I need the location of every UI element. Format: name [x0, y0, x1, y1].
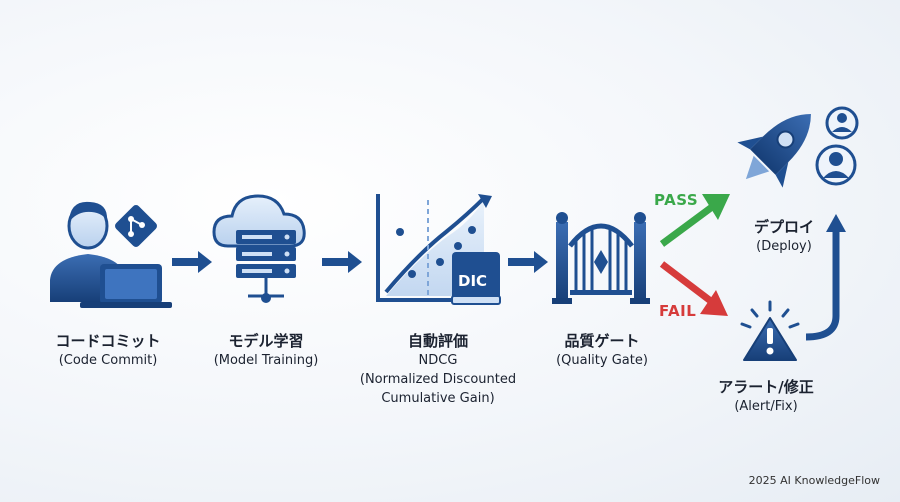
stage-subtitle: NDCG [418, 353, 458, 368]
stage-title: 自動評価 [407, 332, 468, 350]
gate-icon [552, 212, 650, 304]
stage-title: デプロイ [753, 218, 814, 236]
pass-arrow [659, 194, 730, 247]
pass-label: PASS [654, 191, 699, 209]
stage-title: アラート/修正 [718, 378, 814, 396]
fail-label: FAIL [659, 302, 697, 320]
stage-gate-label: 品質ゲート (Quality Gate) [546, 332, 658, 370]
stage-alert-label: アラート/修正 (Alert/Fix) [706, 378, 826, 416]
stage-subtitle: (Alert/Fix) [734, 399, 798, 414]
stage-subtitle: (Code Commit) [58, 353, 158, 368]
stage-subtitle: (Normalized Discounted [359, 372, 517, 387]
flow-arrow [508, 251, 548, 273]
fail-arrow [659, 261, 728, 316]
developer-laptop-icon [50, 201, 172, 308]
user-icon [815, 144, 857, 186]
stage-title: 品質ゲート [564, 332, 640, 350]
flow-arrow [322, 251, 362, 273]
stage-subtitle: (Quality Gate) [556, 353, 648, 368]
return-arrow [805, 214, 846, 341]
footer-credit: 2025 AI KnowledgeFlow [748, 474, 880, 487]
cloud-server-icon [212, 194, 306, 303]
stage-training-label: モデル学習 (Model Training) [198, 332, 334, 370]
chart-book-icon [376, 194, 501, 305]
git-branch-icon [115, 205, 157, 247]
stage-commit-label: コードコミット (Code Commit) [42, 332, 174, 370]
stage-subtitle: (Model Training) [213, 353, 319, 368]
stage-title: コードコミット [55, 332, 161, 350]
stage-subtitle: (Deploy) [756, 239, 812, 254]
rocket-icon [737, 114, 811, 188]
stage-title: モデル学習 [228, 332, 304, 350]
warning-icon [740, 300, 800, 361]
stage-subtitle: Cumulative Gain) [381, 391, 495, 406]
dic-badge: DIC [458, 272, 488, 290]
flow-arrow [172, 251, 212, 273]
stage-evaluation-label: 自動評価 NDCG (Normalized Discounted Cumulat… [350, 332, 526, 408]
user-icon [825, 106, 859, 140]
stage-deploy-label: デプロイ (Deploy) [734, 218, 834, 256]
